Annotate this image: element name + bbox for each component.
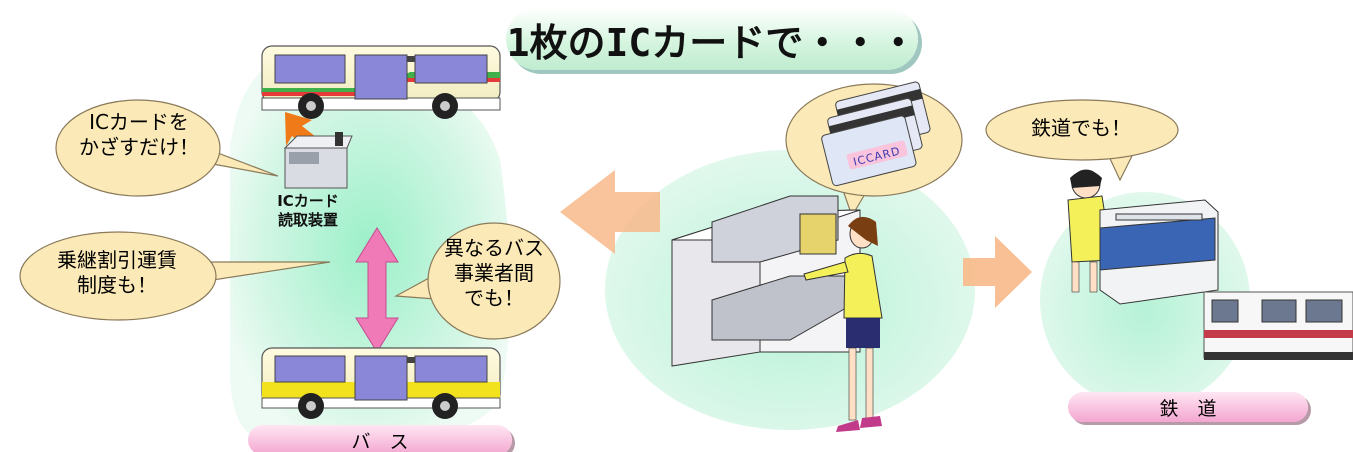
rail-label: 鉄 道 [1068, 392, 1308, 422]
bus-label: バ ス [248, 425, 512, 452]
ticket-gate-woman [1067, 169, 1219, 305]
bubble-between-operators-text: 異なるバス 事業者間 でも！ [444, 236, 544, 310]
train [1203, 291, 1353, 360]
bottom-bus [261, 347, 501, 419]
ic-cards-icon [821, 81, 931, 187]
bubble-card-touch-text: ICカードを かざすだけ！ [79, 110, 199, 159]
page-title: 1枚のICカードで・・・ [506, 8, 918, 70]
card-reader-device [283, 132, 353, 189]
right-arrow [963, 236, 1032, 308]
card-reader-label: ICカード 読取装置 [277, 192, 339, 229]
bubble-transfer-discount-text: 乗継割引運賃 制度も！ [57, 248, 177, 297]
top-bus [261, 45, 501, 119]
left-arrow [560, 170, 660, 254]
bubble-railway [985, 99, 1179, 182]
bubble-transfer-discount [19, 231, 331, 321]
bubble-railway-text: 鉄道でも！ [1031, 116, 1131, 140]
woman-at-kiosk [803, 216, 883, 432]
ticket-kiosk [671, 195, 861, 367]
bubble-between-operators [393, 222, 561, 340]
bubble-card-touch [55, 99, 279, 197]
